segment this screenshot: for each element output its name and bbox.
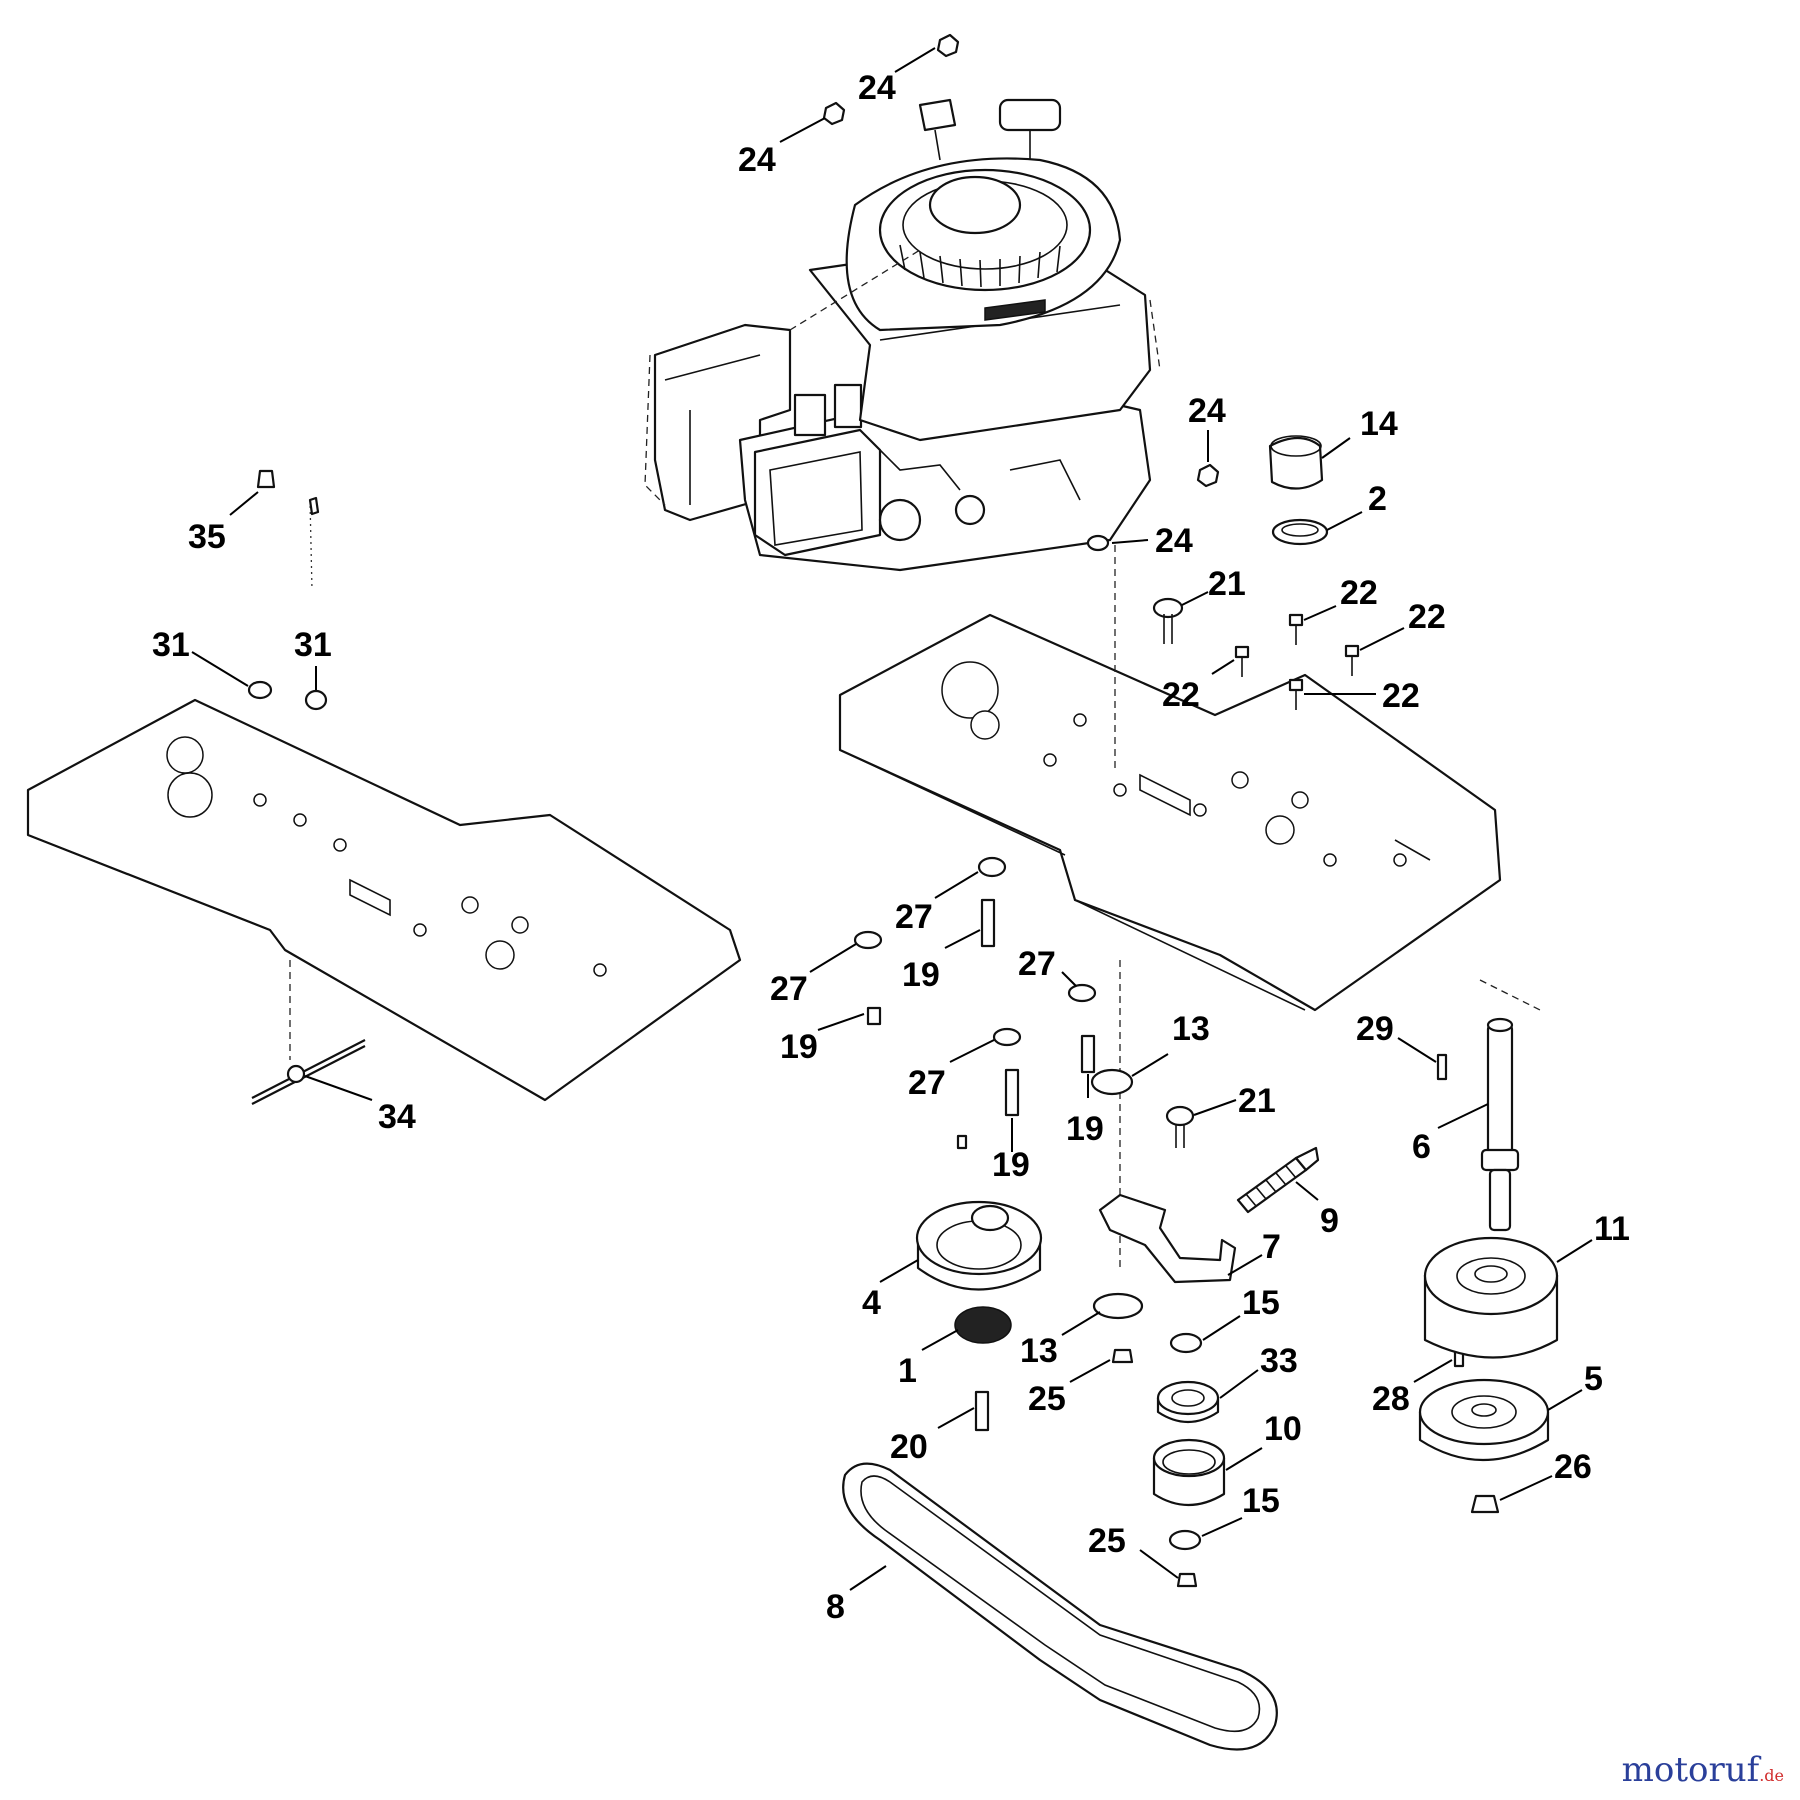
callout-label: 25: [1088, 1522, 1126, 1560]
engine: [644, 98, 1161, 572]
pulley-4: [915, 1200, 1043, 1291]
callout-label: 24: [858, 69, 896, 107]
idler-pulley: [1152, 1438, 1226, 1506]
watermark-logo: motoruf.de: [1622, 1750, 1784, 1790]
left-chassis-plate: [26, 698, 742, 1102]
hardware: [247, 33, 1500, 1588]
callout-label: 22: [1340, 574, 1378, 612]
callout-label: 5: [1584, 1360, 1603, 1398]
callout-label: 21: [1238, 1082, 1276, 1120]
callout-label: 9: [1320, 1202, 1339, 1240]
callout-label: 19: [902, 956, 940, 994]
right-chassis-plate: [838, 613, 1502, 1012]
callout-label: 14: [1360, 405, 1398, 443]
bracket: [1098, 1193, 1237, 1284]
callout-label: 13: [1172, 1010, 1210, 1048]
callout-label: 13: [1020, 1332, 1058, 1370]
callout-label: 31: [152, 626, 190, 664]
callout-label: 26: [1554, 1448, 1592, 1486]
callout-label: 25: [1028, 1380, 1066, 1418]
callout-label: 11: [1594, 1210, 1630, 1248]
watermark-tld: .de: [1759, 1766, 1784, 1785]
pulley-5: [1418, 1378, 1550, 1462]
callout-label: 6: [1412, 1128, 1431, 1166]
callout-label: 22: [1408, 598, 1446, 636]
callout-label: 8: [826, 1588, 845, 1626]
callout-label: 27: [770, 970, 808, 1008]
callout-label: 19: [992, 1146, 1030, 1184]
callout-label: 10: [1264, 1410, 1302, 1448]
shaft: [1480, 1017, 1520, 1232]
callout-label: 1: [898, 1352, 917, 1390]
spring: [1236, 1146, 1320, 1214]
callout-label: 34: [378, 1098, 416, 1136]
callout-label: 2: [1368, 480, 1387, 518]
callout-label: 28: [1372, 1380, 1410, 1418]
callout-label: 35: [188, 518, 226, 556]
callout-label: 19: [780, 1028, 818, 1066]
callout-label: 7: [1262, 1228, 1281, 1266]
callout-label: 15: [1242, 1284, 1280, 1322]
callout-label: 24: [1188, 392, 1226, 430]
callout-label: 22: [1382, 677, 1420, 715]
clutch: [1423, 1236, 1559, 1359]
callout-label: 27: [1018, 945, 1056, 983]
callout-label: 24: [738, 141, 776, 179]
bearing: [1156, 1380, 1220, 1423]
assembly-line-right: [1479, 979, 1541, 1011]
callout-label: 4: [862, 1284, 881, 1322]
belt: [842, 1462, 1278, 1751]
callouts: 24 24 24 24 14 2 21 22 22 22 22 35: [152, 47, 1630, 1626]
watermark-brand: motoruf: [1621, 1750, 1760, 1790]
callout-label: 27: [895, 898, 933, 936]
callout-label: 21: [1208, 565, 1246, 603]
callout-label: 15: [1242, 1482, 1280, 1520]
callout-label: 33: [1260, 1342, 1298, 1380]
callout-label: 29: [1356, 1010, 1394, 1048]
callout-label: 31: [294, 626, 332, 664]
callout-label: 27: [908, 1064, 946, 1102]
callout-label: 19: [1066, 1110, 1104, 1148]
callout-label: 20: [890, 1428, 928, 1466]
callout-label: 22: [1162, 676, 1200, 714]
callout-label: 24: [1155, 522, 1193, 560]
